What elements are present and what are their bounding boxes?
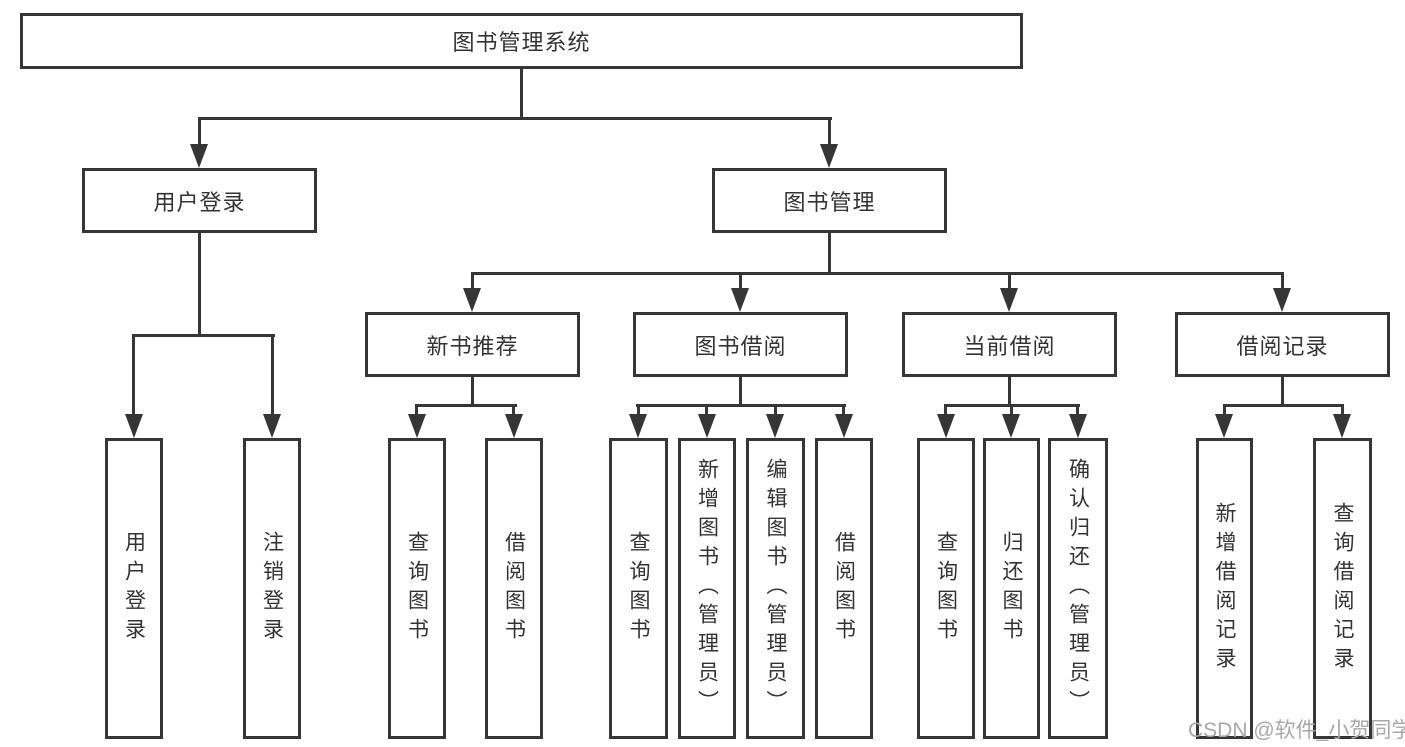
connector-line (1281, 375, 1284, 406)
connector-line (774, 404, 777, 414)
arrowhead-down-icon (125, 414, 143, 438)
connector-line (944, 404, 947, 414)
node-label: 借阅记录 (1236, 333, 1329, 359)
arrowhead-down-icon (731, 288, 749, 312)
leaf-label: 新增图书（管理员） (695, 458, 719, 719)
leaf-borrow-query-book: 查询图书 (609, 438, 668, 739)
arrowhead-down-icon (1333, 414, 1351, 438)
connector-line (512, 404, 515, 414)
node-label: 图书管理系统 (452, 30, 591, 55)
connector-line (1008, 272, 1011, 288)
node-label: 当前借阅 (963, 333, 1056, 359)
arrowhead-down-icon (835, 414, 853, 438)
leaf-label: 确认归还（管理员） (1066, 458, 1090, 719)
node-label: 图书管理 (783, 189, 876, 215)
connector-line (1281, 272, 1284, 288)
node-new-book-recommend: 新书推荐 (365, 312, 580, 377)
node-borrow-record: 借阅记录 (1175, 312, 1390, 377)
leaf-borrow-edit-book-admin: 编辑图书（管理员） (746, 438, 805, 739)
leaf-current-confirm-return-admin: 确认归还（管理员） (1048, 438, 1108, 739)
arrowhead-down-icon (937, 414, 955, 438)
arrowhead-down-icon (1069, 414, 1087, 438)
connector-line (739, 375, 742, 406)
leaf-record-add-borrow-record: 新增借阅记录 (1196, 438, 1253, 739)
connector-line (828, 117, 831, 144)
node-book-borrow: 图书借阅 (633, 312, 848, 377)
arrowhead-down-icon (463, 288, 481, 312)
leaf-label: 借阅图书 (832, 530, 856, 647)
node-label: 用户登录 (153, 189, 246, 215)
leaf-current-return-book: 归还图书 (983, 438, 1040, 739)
connector-line (828, 233, 831, 275)
arrowhead-down-icon (1002, 414, 1020, 438)
leaf-borrow-borrow-book: 借阅图书 (815, 438, 873, 739)
leaf-label: 查询借阅记录 (1331, 501, 1354, 676)
arrowhead-down-icon (820, 144, 838, 168)
leaf-user-login: 用户登录 (105, 438, 163, 739)
connector-line (637, 404, 640, 414)
node-book-management: 图书管理 (712, 168, 947, 233)
leaf-label: 新增借阅记录 (1213, 501, 1236, 676)
node-user-login: 用户登录 (82, 168, 317, 233)
leaf-label: 注销登录 (260, 530, 284, 647)
leaf-label: 查询图书 (627, 530, 650, 647)
watermark: CSDN @软件_小贺同学 (1188, 719, 1405, 742)
leaf-logout: 注销登录 (243, 438, 301, 739)
connector-line (705, 404, 708, 414)
arrowhead-down-icon (766, 414, 784, 438)
connector-line (132, 334, 275, 337)
leaf-label: 归还图书 (1000, 530, 1023, 647)
leaf-current-query-book: 查询图书 (917, 438, 975, 739)
connector-line (132, 334, 135, 414)
arrowhead-down-icon (505, 414, 523, 438)
node-library-management-system: 图书管理系统 (20, 13, 1023, 69)
connector-line (415, 404, 517, 407)
connector-line (471, 272, 474, 288)
connector-line (271, 334, 274, 414)
connector-line (842, 404, 845, 414)
connector-line (471, 375, 474, 406)
connector-line (1008, 375, 1011, 406)
arrowhead-down-icon (1215, 414, 1233, 438)
node-label: 图书借阅 (694, 333, 787, 359)
connector-line (1341, 404, 1344, 414)
connector-line (1223, 404, 1344, 407)
connector-line (415, 404, 418, 414)
connector-line (198, 117, 832, 120)
leaf-label: 查询图书 (405, 530, 429, 647)
arrowhead-down-icon (263, 414, 281, 438)
connector-line (1223, 404, 1226, 414)
leaf-label: 编辑图书（管理员） (764, 458, 787, 719)
arrowhead-down-icon (1273, 288, 1291, 312)
leaf-borrow-add-book-admin: 新增图书（管理员） (678, 438, 736, 739)
arrowhead-down-icon (408, 414, 426, 438)
arrowhead-down-icon (698, 414, 716, 438)
leaf-label: 查询图书 (934, 530, 958, 647)
connector-line (739, 272, 742, 288)
node-current-borrow: 当前借阅 (902, 312, 1117, 377)
arrowhead-down-icon (1000, 288, 1018, 312)
leaf-label: 用户登录 (122, 530, 146, 647)
arrowhead-down-icon (629, 414, 647, 438)
connector-line (471, 272, 1284, 275)
leaf-recommend-query-book: 查询图书 (388, 438, 446, 739)
leaf-label: 借阅图书 (502, 530, 526, 647)
leaf-record-query-borrow-record: 查询借阅记录 (1313, 438, 1372, 739)
arrowhead-down-icon (190, 144, 208, 168)
connector-line (636, 404, 846, 407)
connector-line (520, 68, 523, 119)
connector-line (1076, 404, 1079, 414)
leaf-recommend-borrow-book: 借阅图书 (485, 438, 543, 739)
connector-line (198, 233, 201, 336)
connector-line (198, 117, 201, 144)
node-label: 新书推荐 (426, 333, 519, 359)
connector-line (1010, 404, 1013, 414)
